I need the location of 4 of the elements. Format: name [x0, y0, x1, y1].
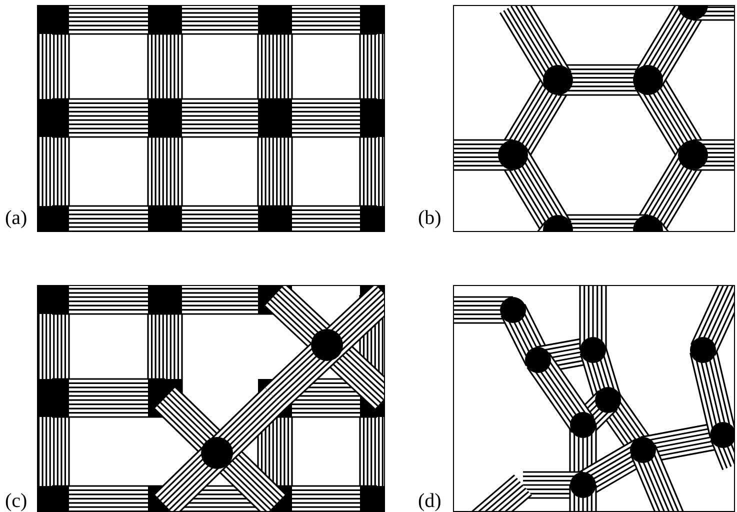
panel-label: (c) [5, 490, 28, 512]
panel-label: (a) [5, 207, 28, 229]
panel-label: (b) [418, 207, 442, 229]
panel-label: (d) [418, 490, 442, 512]
